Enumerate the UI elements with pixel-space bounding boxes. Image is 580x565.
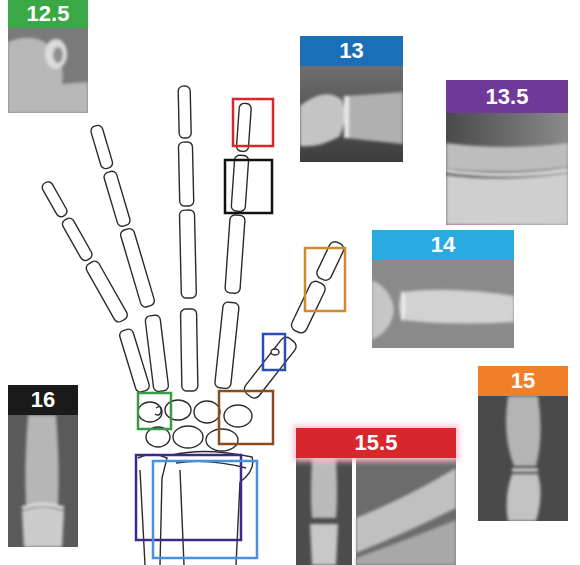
age-number: 15 [511, 370, 535, 392]
region-boxes [136, 99, 345, 558]
age-header: 12.5 [8, 0, 88, 28]
xray-insets [8, 28, 568, 565]
age-header: 13.5 [446, 80, 568, 113]
age-header: 13 [300, 36, 403, 66]
age-number: 13.5 [486, 86, 529, 108]
age-number: 15.5 [355, 432, 398, 454]
age-number: 13 [339, 40, 363, 62]
age-header: 15.5 [296, 428, 456, 458]
age-header: 16 [8, 385, 78, 415]
age-number: 12.5 [27, 3, 70, 25]
age-number: 14 [431, 234, 455, 256]
age-header: 15 [478, 366, 568, 396]
age-header: 14 [372, 230, 514, 260]
age-number: 16 [31, 389, 55, 411]
